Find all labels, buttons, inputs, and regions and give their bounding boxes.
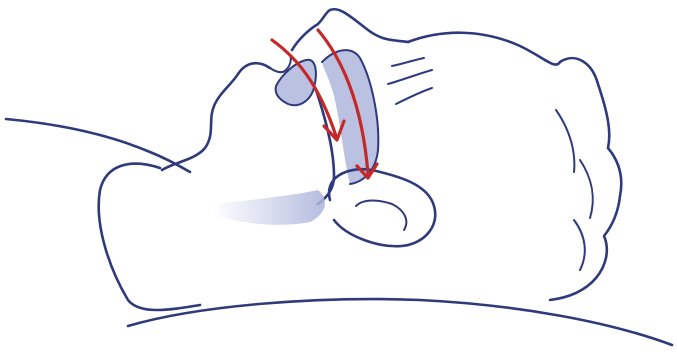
hair-strand-3 [574, 220, 585, 270]
neck-shading [212, 190, 325, 225]
upper-lip-nose [292, 9, 408, 50]
hair-strand-2 [580, 160, 593, 218]
ear-outline [329, 169, 435, 246]
ear-inner [356, 201, 406, 231]
hair-strand-1 [556, 110, 574, 172]
head-outline [408, 33, 621, 300]
neck-outline [99, 164, 200, 310]
pillow-bottom-curve [128, 299, 672, 345]
chin-outline [162, 63, 270, 170]
pillow-edge-left [6, 119, 190, 172]
eye-lid-line [396, 88, 432, 104]
closed-eye [392, 58, 424, 66]
eyebrow [388, 70, 432, 84]
